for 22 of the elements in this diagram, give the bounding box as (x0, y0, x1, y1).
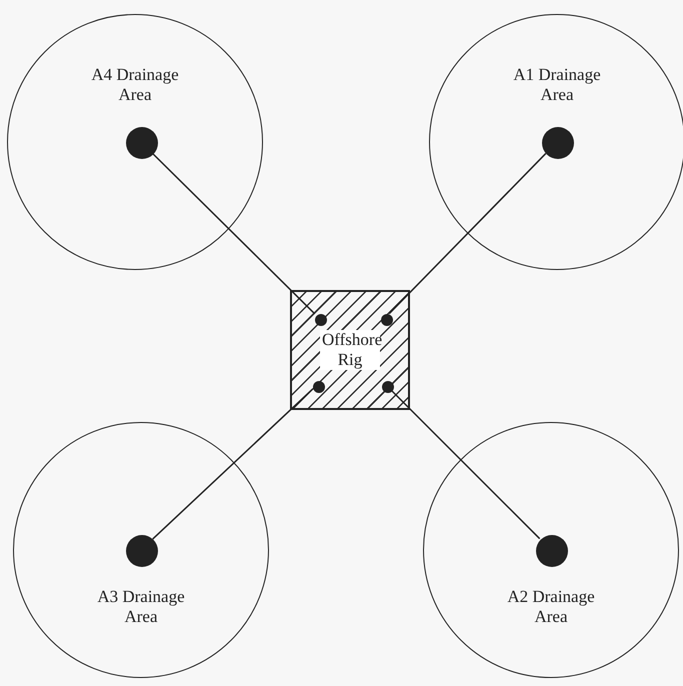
wellhead-dot (313, 381, 325, 393)
connector-line (152, 388, 314, 540)
area-label: A2 Drainage Area (506, 587, 596, 627)
well-dot (126, 127, 158, 159)
area-label: A3 Drainage Area (96, 587, 186, 627)
wellhead-dot (382, 381, 394, 393)
well-dot (536, 535, 568, 567)
wellhead-dot (381, 314, 393, 326)
area-label: A4 Drainage Area (90, 65, 180, 105)
well-dot (542, 127, 574, 159)
drainage-area-circle (7, 14, 263, 270)
rig-label: Offshore Rig (320, 330, 380, 370)
connector-line (390, 388, 540, 540)
drainage-area-circle (13, 422, 269, 678)
rig-platform-box (290, 290, 410, 410)
area-label: A1 Drainage Area (512, 65, 602, 105)
well-dot (126, 535, 158, 567)
connector-line (152, 152, 316, 314)
drainage-area-circle (423, 422, 679, 678)
connector-line (388, 152, 546, 314)
drainage-area-circle (429, 14, 683, 270)
wellhead-dot (315, 314, 327, 326)
